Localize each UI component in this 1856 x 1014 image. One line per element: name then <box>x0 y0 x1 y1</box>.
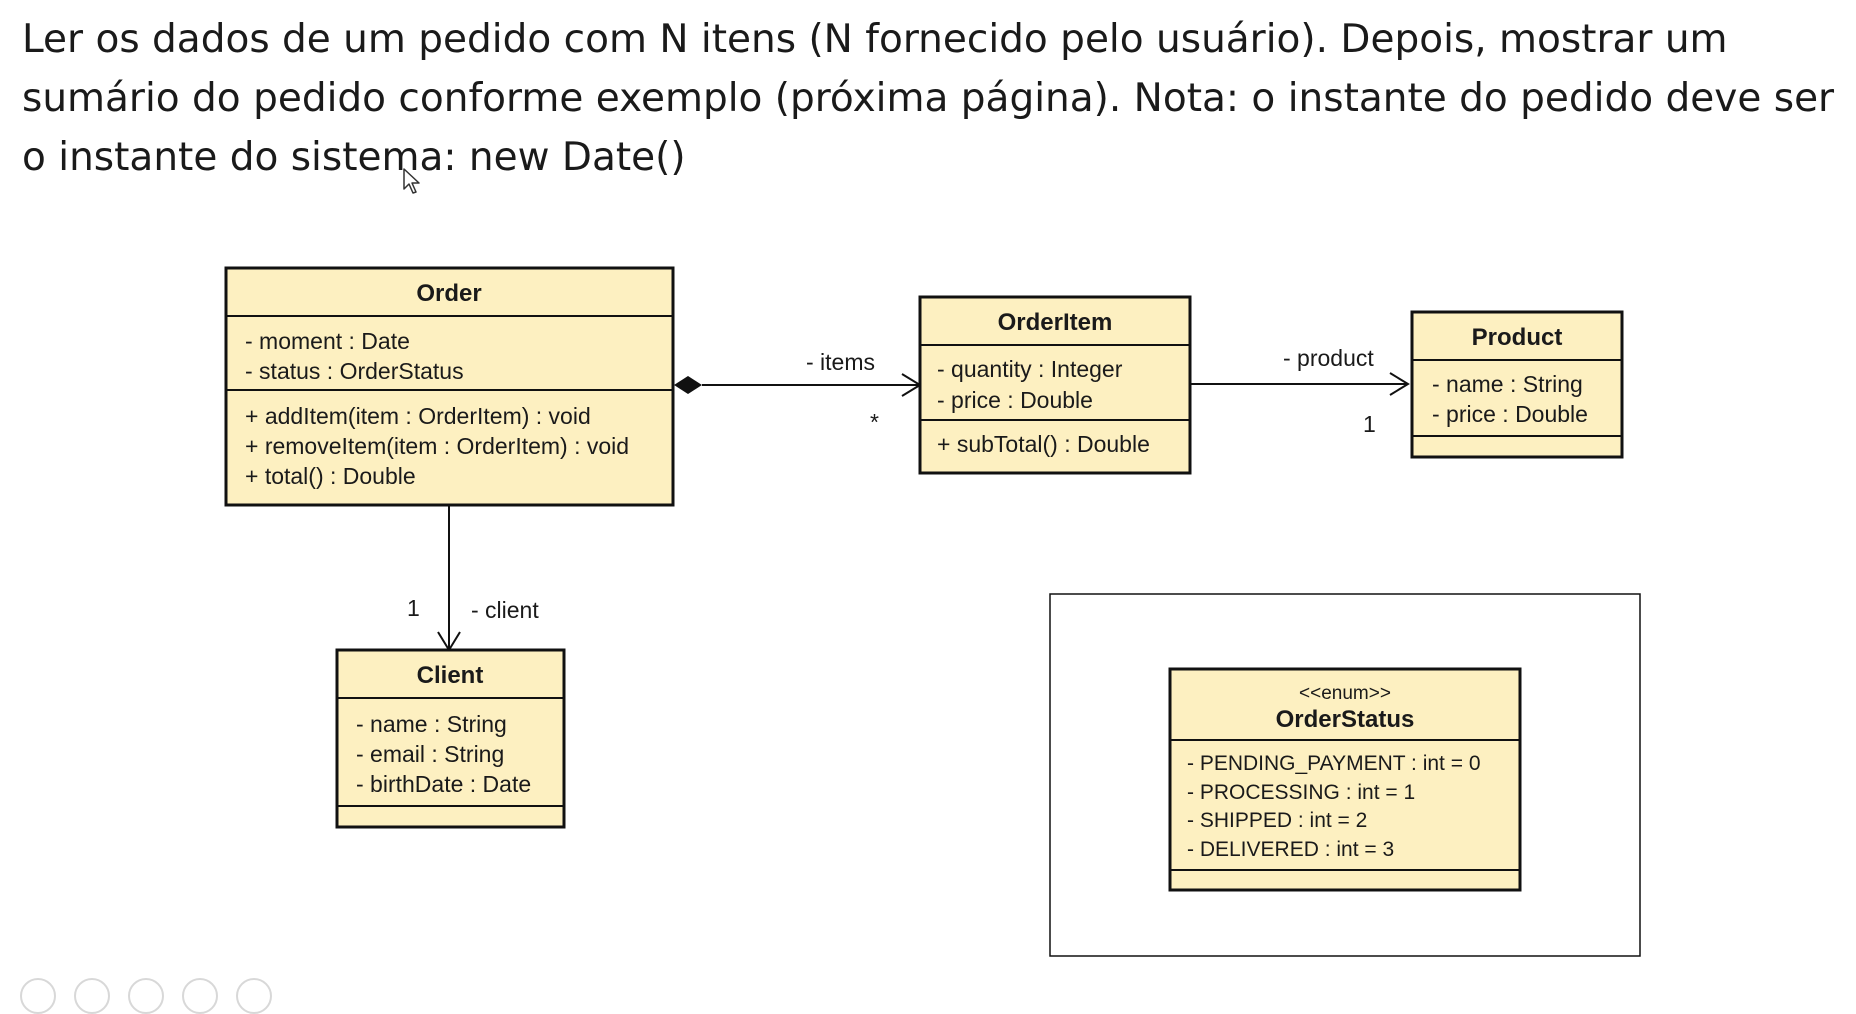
slide-toolbar-pen-icon[interactable] <box>74 978 110 1014</box>
instructions-line-3: o instante do sistema: new Date() <box>22 135 686 180</box>
slide-toolbar-zoom-icon[interactable] <box>182 978 218 1014</box>
order-attribute: - moment : Date <box>245 328 410 354</box>
enum-literal: - DELIVERED : int = 3 <box>1187 838 1394 861</box>
orderstatus-class-name: OrderStatus <box>1276 706 1415 733</box>
order-method: + addItem(item : OrderItem) : void <box>245 403 591 429</box>
enum-stereotype: <<enum>> <box>1299 683 1391 704</box>
orderitem-class-name: OrderItem <box>998 309 1113 336</box>
instructions-line-1: Ler os dados de um pedido com N itens (N… <box>22 17 1728 62</box>
composition-diamond-icon <box>674 376 702 394</box>
class-order: Order - moment : Date - status : OrderSt… <box>224 266 675 507</box>
class-product: Product - name : String - price : Double <box>1410 310 1624 459</box>
association-orderitem-product: - product 1 <box>1190 345 1410 437</box>
order-method: + total() : Double <box>245 463 416 489</box>
order-class-name: Order <box>416 280 481 307</box>
product-multiplicity-label: 1 <box>1363 411 1376 437</box>
product-class-name: Product <box>1472 324 1563 351</box>
client-attribute: - birthDate : Date <box>356 771 531 797</box>
items-multiplicity-label: * <box>870 409 879 435</box>
order-attribute: - status : OrderStatus <box>245 358 464 384</box>
enum-frame <box>1049 593 1641 957</box>
uml-class-diagram: - items * - product 1 - client 1 Order -… <box>224 266 1641 957</box>
enum-literal: - PENDING_PAYMENT : int = 0 <box>1187 752 1481 775</box>
class-orderitem: OrderItem - quantity : Integer - price :… <box>918 295 1192 475</box>
product-attribute: - price : Double <box>1432 401 1588 427</box>
client-attribute: - email : String <box>356 741 504 767</box>
items-role-label: - items <box>806 349 875 375</box>
enum-orderstatus: <<enum>> OrderStatus - PENDING_PAYMENT :… <box>1168 667 1522 892</box>
client-class-name: Client <box>417 662 484 689</box>
product-attribute: - name : String <box>1432 371 1583 397</box>
client-attribute: - name : String <box>356 711 507 737</box>
order-method: + removeItem(item : OrderItem) : void <box>245 433 629 459</box>
client-role-label: - client <box>471 597 539 623</box>
association-order-client: - client 1 <box>407 505 539 652</box>
enum-literal: - PROCESSING : int = 1 <box>1187 781 1415 804</box>
client-multiplicity-label: 1 <box>407 595 420 621</box>
class-client: Client - name : String - email : String … <box>335 648 566 829</box>
orderitem-attribute: - quantity : Integer <box>937 356 1123 382</box>
slide-toolbar-back-icon[interactable] <box>20 978 56 1014</box>
instructions-text: Ler os dados de um pedido com N itens (N… <box>22 10 1835 187</box>
association-order-items: - items * <box>674 349 922 435</box>
product-role-label: - product <box>1283 345 1374 371</box>
product-arrowhead-icon <box>1389 372 1410 396</box>
enum-literal: - SHIPPED : int = 2 <box>1187 809 1367 832</box>
slide-toolbar-slides-icon[interactable] <box>128 978 164 1014</box>
slide-toolbar-more-icon[interactable] <box>236 978 272 1014</box>
instructions-line-2: sumário do pedido conforme exemplo (próx… <box>22 76 1835 121</box>
cursor-arrow-icon <box>403 168 420 194</box>
orderitem-attribute: - price : Double <box>937 387 1093 413</box>
orderitem-method: + subTotal() : Double <box>937 431 1150 457</box>
